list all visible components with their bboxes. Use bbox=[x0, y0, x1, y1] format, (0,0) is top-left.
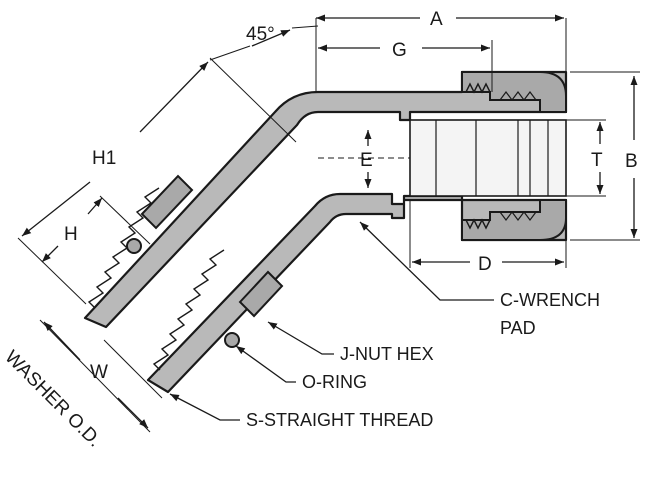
tube-socket bbox=[409, 119, 567, 197]
dim-label-d: D bbox=[478, 254, 492, 275]
j-nut-hex-lower bbox=[238, 270, 284, 318]
angle-label: 45° bbox=[246, 24, 275, 45]
dim-label-a: A bbox=[430, 9, 443, 30]
dim-label-t: T bbox=[591, 150, 603, 171]
dim-label-h: H bbox=[64, 224, 78, 245]
dim-label-w: W bbox=[90, 362, 108, 383]
callout-s-straight-thread: S-STRAIGHT THREAD bbox=[246, 410, 433, 430]
end-nut-lower bbox=[461, 199, 567, 241]
o-ring-lower bbox=[224, 332, 240, 348]
callout-c-wrench: C-WRENCH bbox=[500, 290, 600, 310]
thread-lower bbox=[152, 249, 225, 371]
dimension-lines bbox=[17, 14, 640, 433]
callout-c-wrench-pad: PAD bbox=[500, 318, 536, 338]
callout-j-nut-hex: J-NUT HEX bbox=[340, 344, 434, 364]
o-ring-upper bbox=[126, 238, 142, 254]
end-nut bbox=[461, 71, 567, 113]
j-nut-hex-upper bbox=[140, 174, 194, 230]
dim-label-b: B bbox=[625, 151, 638, 172]
dim-label-h1: H1 bbox=[92, 148, 116, 169]
dim-label-e: E bbox=[360, 150, 373, 171]
callout-leaders bbox=[169, 221, 494, 421]
dim-label-g: G bbox=[392, 40, 407, 61]
fitting-body bbox=[83, 70, 568, 394]
callout-o-ring: O-RING bbox=[302, 372, 367, 392]
